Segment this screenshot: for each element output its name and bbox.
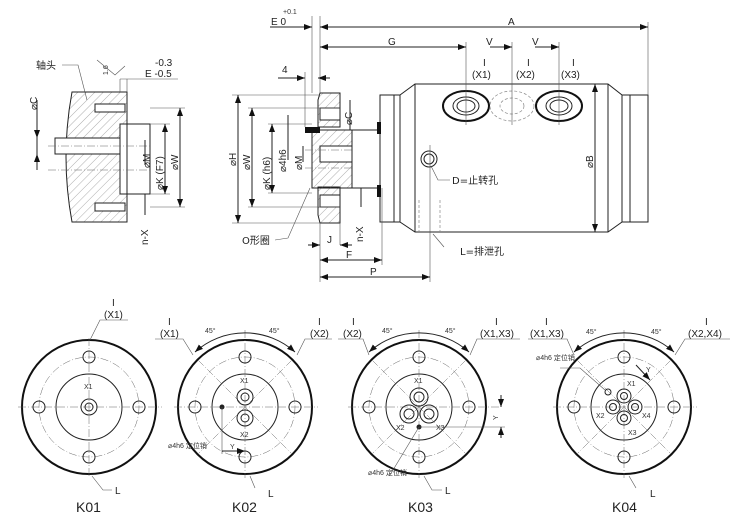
dim-c-main-label: ⌀C [344,112,355,125]
tol-lower-label: E -0.5 [145,69,172,80]
k03-angle-left: 45° [382,327,393,335]
dim-c-label: ⌀C [29,97,40,110]
dim-m-label: ⌀M [142,154,153,168]
k01-top-label: (X1) [104,310,123,321]
dim-h-label: ⌀H [228,153,239,166]
k03-y-label: Y [493,415,500,420]
view-k04: X1 X2 X3 X4 45° 45° I (X1,X3) I (X2,X4) … [528,317,730,515]
k03-title: K03 [408,499,433,515]
k04-port-x1: X1 [627,381,636,388]
k02-angle-right: 45° [269,327,280,335]
shaft-head-label: 轴头 [36,59,56,72]
dim-p-label: P [370,267,377,278]
k03-pin-label: ⌀4h6 定位销 [368,468,407,477]
k04-port-x2: X2 [596,413,605,420]
k03-drain: L [445,486,451,497]
shaft-head-body [65,91,128,223]
k03-top-right-roman: I [495,317,498,328]
k04-top-left-roman: I [545,317,548,328]
k02-title: K02 [232,499,257,515]
view-k01: X1 I (X1) L K01 [18,298,162,515]
o-ring-label: O形圈 [242,235,270,247]
dim-k-label: ⌀K (F7) [155,156,166,190]
k02-y-label: Y [230,444,235,451]
view-k03: X1 X2 X3 45° 45° I (X2) I (X1,X3) Y ⌀4h6… [338,317,520,515]
dim-v2-label: V [532,37,539,48]
drain-label: L=排泄孔 [460,245,504,258]
dim-4h6-label: ⌀4h6 [278,149,289,172]
k04-top-left-label: (X1,X3) [530,329,564,340]
k02-top-left-roman: I [168,317,171,328]
k04-top-right-label: (X2,X4) [688,329,722,340]
k04-angle-right: 45° [651,328,662,336]
k01-top-roman: I [112,298,115,309]
dim-b-label: ⌀B [585,155,596,168]
k04-y-label: Y [646,367,651,374]
tol-upper-label: -0.3 [155,58,173,69]
k04-angle-left: 45° [586,328,597,336]
view-k02: X1 X2 45° 45° I (X1) I (X2) Y ⌀4h6 定位销 L… [155,317,332,515]
port-x2-label: (X2) [516,70,535,81]
k03-port-x1: X1 [414,378,423,385]
k02-port-x1: X1 [240,378,249,385]
port-x1-label: (X1) [472,70,491,81]
k03-port-x3: X3 [436,425,445,432]
k02-angle-left: 45° [205,327,216,335]
dim-m-main-label: ⌀M [294,156,305,170]
dim-nx-main-label: n-X [355,226,366,242]
dim-a-label: A [508,17,515,28]
k03-port-x2: X2 [396,425,405,432]
dim-w-label: ⌀W [170,154,181,170]
dim-k-main-label: ⌀K (h6) [262,157,273,190]
k02-port-x2: X2 [240,432,249,439]
k01-port-x1: X1 [84,384,93,391]
k01-title: K01 [76,499,101,515]
k03-angle-right: 45° [445,327,456,335]
dim-g-label: G [388,37,396,48]
k03-top-right-label: (X1,X3) [480,329,514,340]
tol-plus-label: +0.1 [283,9,297,16]
k02-top-right-label: (X2) [310,329,329,340]
k01-drain: L [115,486,121,497]
k02-top-right-roman: I [318,317,321,328]
port-x3-roman: I [572,58,575,69]
k04-pin-label: ⌀4h6 定位销 [536,353,575,362]
dim-f-label: F [346,250,352,261]
k04-top-right-roman: I [705,317,708,328]
spigot [119,123,128,195]
dim-j-label: J [327,235,332,246]
k04-title: K04 [612,499,637,515]
k03-top-left-roman: I [352,317,355,328]
k04-drain: L [650,489,656,500]
shaft-end-view: ⌀C ⌀M ⌀K (F7) ⌀W n-X 轴头 1.6 -0.3 E -0.5 [29,58,185,245]
k04-port-x4: X4 [642,413,651,420]
port-x3-label: (X3) [561,70,580,81]
k02-pin-label: ⌀4h6 定位销 [168,441,207,450]
port-x2-roman: I [527,58,530,69]
k04-port-x3: X3 [628,430,637,437]
dim-v1-label: V [486,37,493,48]
k03-top-left-label: (X2) [343,329,362,340]
k02-top-left-label: (X1) [160,329,179,340]
dim-4-label: 4 [282,65,288,76]
dim-nx-label: n-X [140,229,151,245]
roughness-label: 1.6 [103,65,110,75]
dim-w-main-label: ⌀W [242,154,253,170]
port-x1-roman: I [483,58,486,69]
k02-drain: L [268,489,274,500]
main-view: D=止转孔 L=排泄孔 ⌀B A +0.1 E 0 G V V I (X1) I… [228,9,649,282]
anti-rotation-label: D=止转孔 [452,174,498,187]
tol-e-label: E 0 [271,17,286,28]
